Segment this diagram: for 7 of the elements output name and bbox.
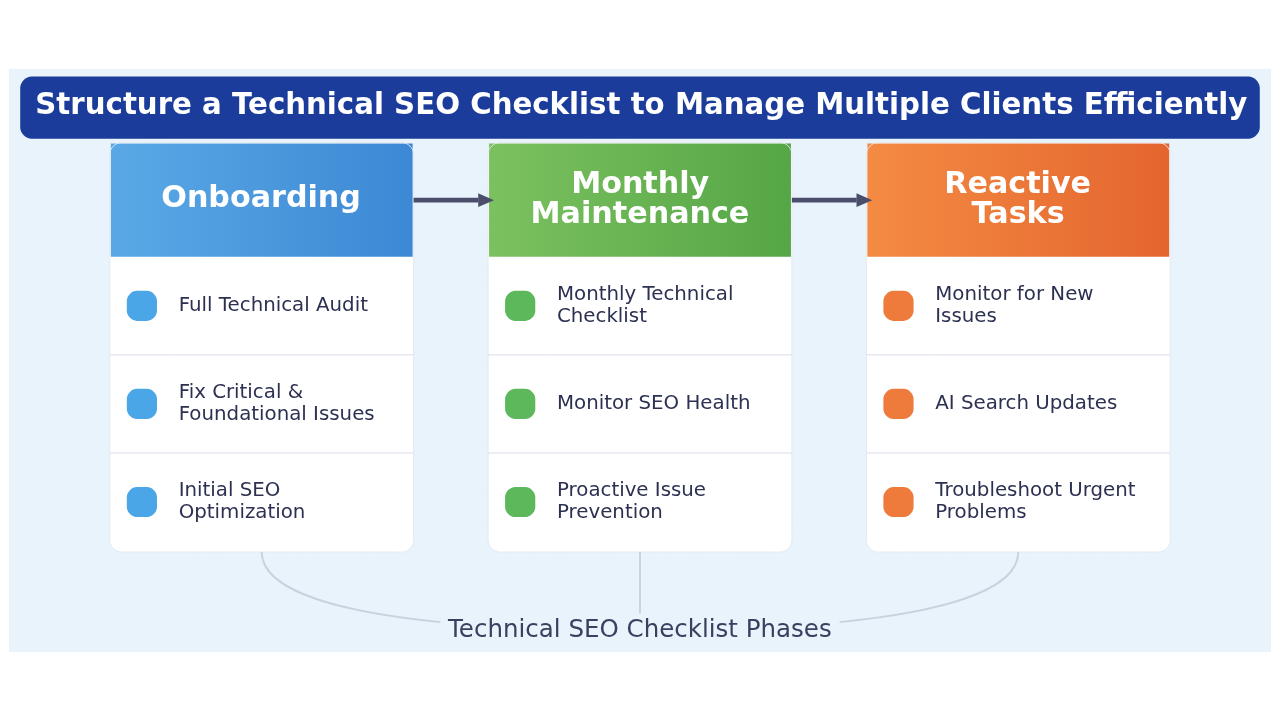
connector <box>838 550 1020 623</box>
arrow <box>791 192 873 207</box>
arrow <box>413 192 494 207</box>
node-text: Technical SEO Checklist Phases <box>448 613 832 643</box>
connector <box>260 550 442 623</box>
connector <box>639 550 641 614</box>
diagram-title: Structure a Technical SEO Checklist to Manage Multiple Clients Efficiently <box>35 86 1248 121</box>
